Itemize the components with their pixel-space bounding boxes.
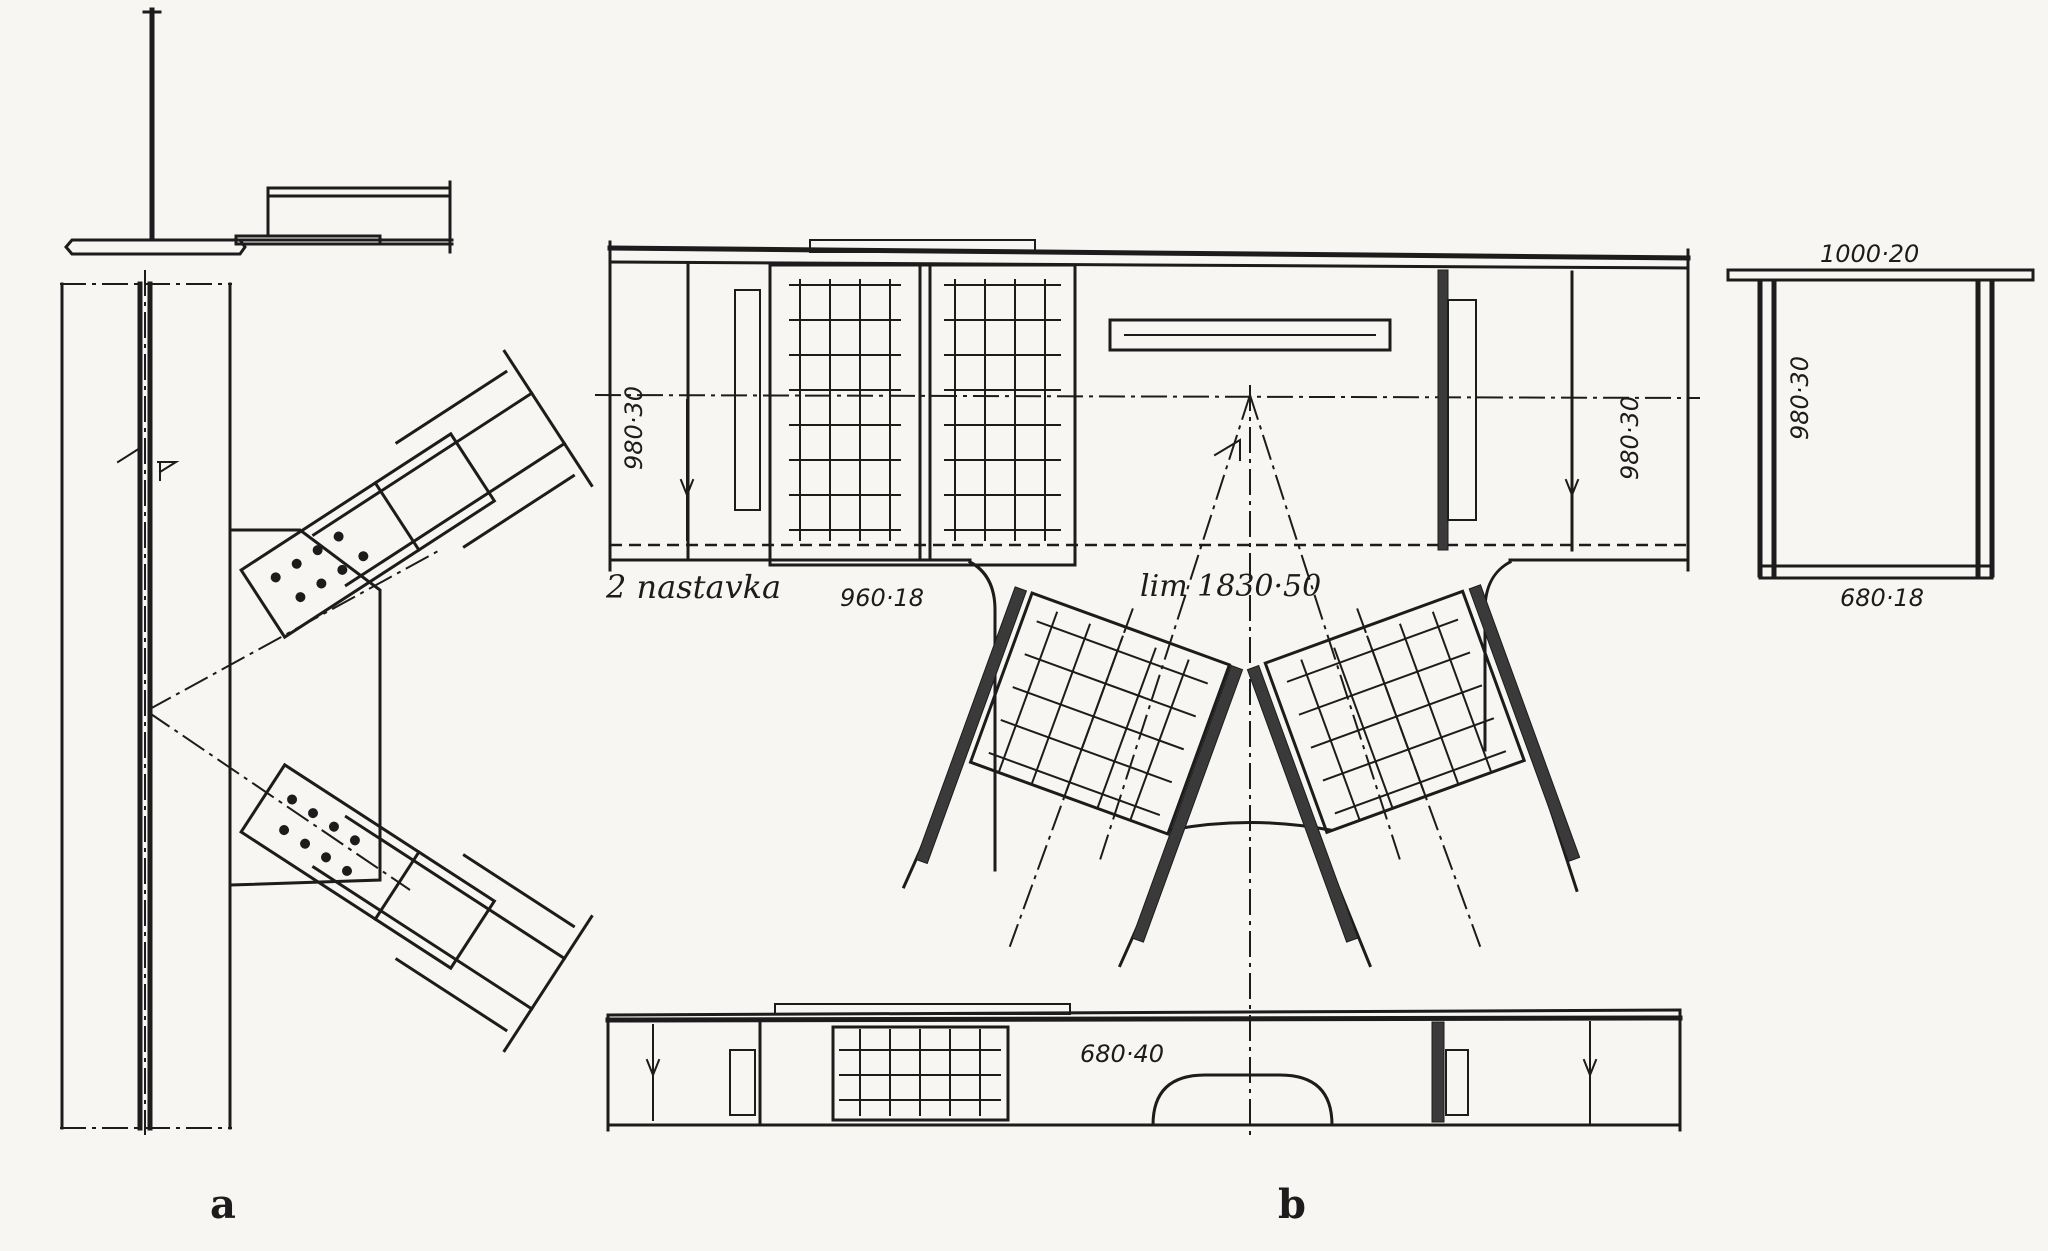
bottom-chord (605, 1003, 1683, 1132)
gusset-plate (967, 385, 1513, 1140)
panel-b-top-chord (594, 239, 1701, 572)
web-section-label: 980·30 (1786, 356, 1814, 440)
panel-a-label: a (210, 1181, 236, 1228)
splice-size-label: 960·18 (840, 584, 924, 612)
left-diagonal (901, 586, 1244, 968)
bottom-flange-label: 680·18 (1840, 584, 1924, 612)
labels: 1000·20 980·30 680·18 980·30 980·30 2 na… (605, 240, 1924, 1068)
bolt-grid-top-left (789, 279, 1061, 541)
top-flange-label: 1000·20 (1820, 240, 1919, 268)
web-left-label: 980·30 (620, 386, 648, 470)
panel-b-label: b (1278, 1181, 1306, 1228)
bottom-chord-label: 680·40 (1080, 1040, 1164, 1068)
gusset-label: lim 1830·50 (1140, 569, 1321, 604)
web-right-label: 980·30 (1616, 396, 1644, 480)
right-diagonal (1246, 584, 1581, 968)
splice-label: 2 nastavka (605, 568, 781, 606)
cross-section (1726, 268, 2035, 580)
panel-a-side-view (60, 7, 594, 1135)
